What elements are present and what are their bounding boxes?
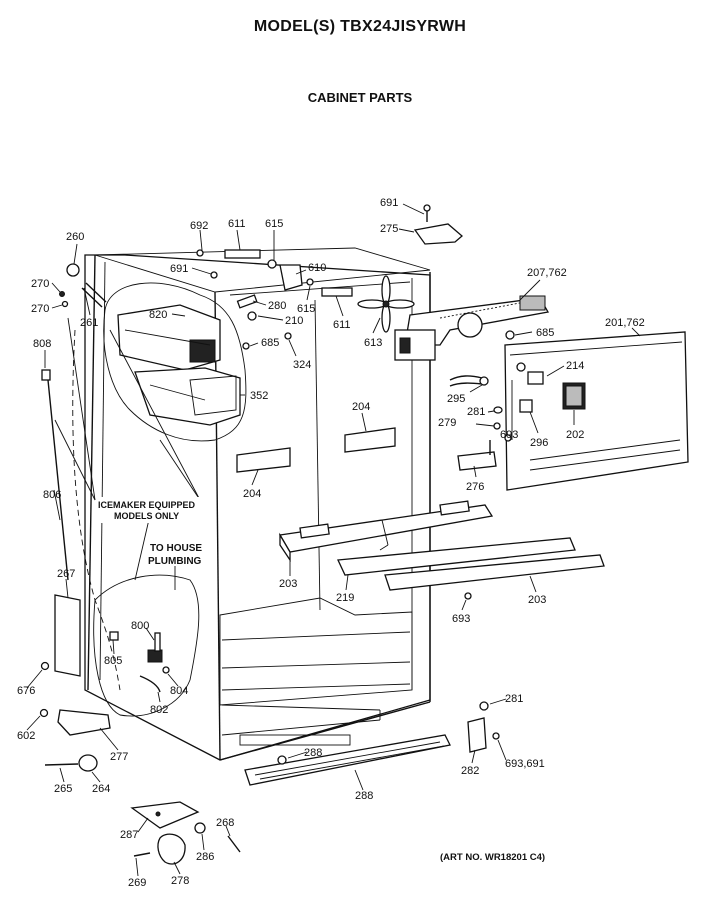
callout-278: 278 xyxy=(171,875,189,887)
callout-269: 269 xyxy=(128,877,146,889)
callout-324: 324 xyxy=(293,359,311,371)
base-grille xyxy=(244,701,500,786)
callout-692: 692 xyxy=(190,220,208,232)
model-title: MODEL(S) TBX24JISYRWH xyxy=(253,18,467,35)
icemaker-note-line1: ICEMAKER EQUIPPED xyxy=(98,500,196,510)
callout-219: 219 xyxy=(336,592,354,604)
callout-693-691: 693,691 xyxy=(505,758,545,770)
callout-693-small: 693 xyxy=(500,429,518,441)
callout-280: 280 xyxy=(268,300,286,312)
fan-blade xyxy=(357,275,415,333)
callout-808: 808 xyxy=(33,338,51,350)
callout-286: 286 xyxy=(196,851,214,863)
callout-288-b: 288 xyxy=(355,790,373,802)
callout-611-top: 611 xyxy=(228,218,246,230)
callout-800: 800 xyxy=(131,620,149,632)
icemaker-note-line2: MODELS ONLY xyxy=(114,511,179,521)
callout-260: 260 xyxy=(66,231,84,243)
callout-613: 613 xyxy=(364,337,382,349)
control-panel-housing xyxy=(504,331,689,491)
callout-610: 610 xyxy=(308,262,326,274)
callout-279: 279 xyxy=(438,417,456,429)
top-hardware xyxy=(196,204,463,350)
callout-693: 693 xyxy=(452,613,470,625)
callout-611-mid: 611 xyxy=(333,319,351,331)
callout-labels: 691 275 692 611 615 691 610 260 270 270 … xyxy=(17,197,645,889)
callout-214: 214 xyxy=(566,360,584,372)
callout-204-left: 204 xyxy=(243,488,261,500)
callout-281-b: 281 xyxy=(505,693,523,705)
callout-207-762: 207,762 xyxy=(527,267,567,279)
callout-691-left: 691 xyxy=(170,263,188,275)
callout-261: 261 xyxy=(80,317,98,329)
callout-288-a: 288 xyxy=(304,747,322,759)
callout-685-left: 685 xyxy=(261,337,279,349)
thermostat-parts xyxy=(449,375,512,471)
plumbing-note-line1: TO HOUSE xyxy=(150,543,202,554)
callout-202: 202 xyxy=(566,429,584,441)
callout-204-right: 204 xyxy=(352,401,370,413)
callout-281-a: 281 xyxy=(467,406,485,418)
art-number: (ART NO. WR18201 C4) xyxy=(440,852,546,863)
callout-676: 676 xyxy=(17,685,35,697)
callout-296: 296 xyxy=(530,437,548,449)
callout-282: 282 xyxy=(461,765,479,777)
section-title: CABINET PARTS xyxy=(307,90,413,105)
fan-motor-bracket xyxy=(394,295,550,361)
brackets-204 xyxy=(236,427,396,473)
callout-806: 806 xyxy=(43,489,61,501)
callout-805: 805 xyxy=(104,655,122,667)
callout-201-762: 201,762 xyxy=(605,317,645,329)
callout-615-top: 615 xyxy=(265,218,283,230)
callout-203-left: 203 xyxy=(279,578,297,590)
callout-203-right: 203 xyxy=(528,594,546,606)
callout-275: 275 xyxy=(380,223,398,235)
plumbing-note-line2: PLUMBING xyxy=(148,556,202,567)
callout-802: 802 xyxy=(150,704,168,716)
left-lower-parts xyxy=(39,594,170,772)
callout-804: 804 xyxy=(170,685,188,697)
callout-268: 268 xyxy=(216,817,234,829)
fill-tube-parts xyxy=(41,263,107,381)
callout-277: 277 xyxy=(110,751,128,763)
callout-602: 602 xyxy=(17,730,35,742)
callout-820: 820 xyxy=(149,309,167,321)
callout-276: 276 xyxy=(466,481,484,493)
callout-270-a: 270 xyxy=(31,278,49,290)
callout-210: 210 xyxy=(285,315,303,327)
icemaker-assembly xyxy=(103,282,247,442)
callout-287: 287 xyxy=(120,829,138,841)
callout-270-b: 270 xyxy=(31,303,49,315)
callout-352: 352 xyxy=(250,390,268,402)
callout-267: 267 xyxy=(57,568,75,580)
leveling-hardware xyxy=(130,801,241,865)
notes: ICEMAKER EQUIPPED MODELS ONLY TO HOUSE P… xyxy=(96,497,206,567)
callout-295: 295 xyxy=(447,393,465,405)
leader-lines xyxy=(26,203,641,877)
callout-691-top: 691 xyxy=(380,197,398,209)
callout-264: 264 xyxy=(92,783,110,795)
callout-615-mid: 615 xyxy=(297,303,315,315)
callout-685-right: 685 xyxy=(536,327,554,339)
mullion-rails xyxy=(278,500,605,600)
callout-265: 265 xyxy=(54,783,72,795)
